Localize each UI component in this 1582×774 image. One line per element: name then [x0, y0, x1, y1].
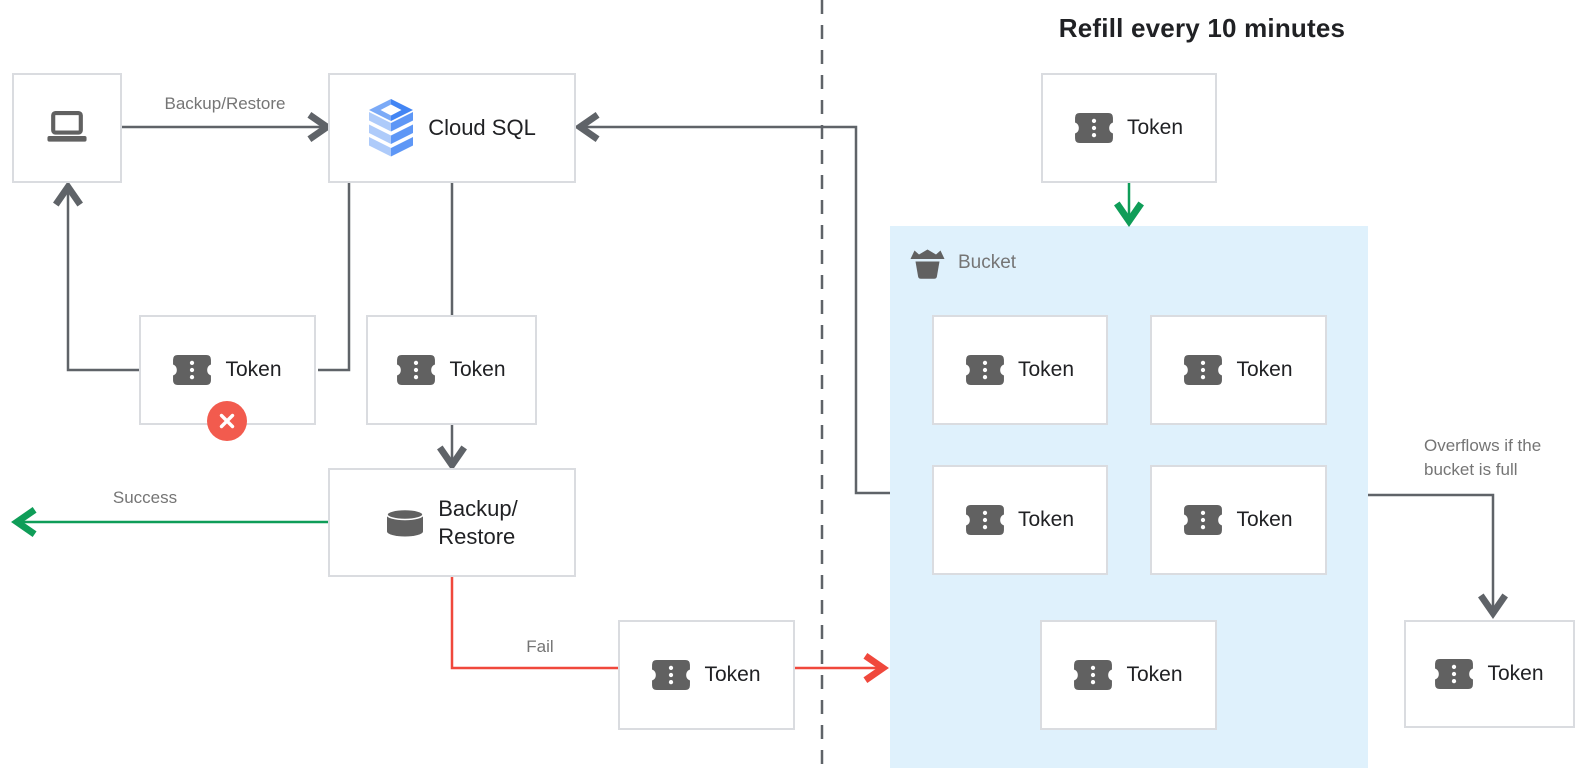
- token-box-bucket-4: Token: [1150, 465, 1327, 575]
- token-label: Token: [1487, 662, 1544, 685]
- token-icon: [966, 505, 1004, 535]
- token-label: Token: [449, 358, 506, 381]
- token-icon: [1074, 660, 1112, 690]
- edge-bucket-to-cloudsql: [574, 112, 890, 495]
- token-box-bucket-2: Token: [1150, 315, 1327, 425]
- token-label: Token: [1017, 508, 1075, 531]
- token-label: Token: [1236, 508, 1293, 531]
- bucket-header: Bucket: [909, 247, 1016, 279]
- token-label: Token: [1236, 358, 1293, 381]
- cloud-sql-node: Cloud SQL: [328, 73, 576, 183]
- edge-overflow: [1368, 493, 1508, 619]
- token-icon: [1075, 113, 1113, 143]
- cloud-sql-label: Cloud SQL: [428, 115, 536, 140]
- token-label: Token: [1126, 116, 1184, 139]
- backup-restore-node: Backup/ Restore: [328, 468, 576, 577]
- error-icon: [207, 401, 247, 441]
- token-box-refill: Token: [1041, 73, 1217, 183]
- token-icon: [1184, 505, 1222, 535]
- edge-label-success: Success: [112, 488, 178, 507]
- token-label: Token: [1126, 663, 1183, 686]
- token-box-consumed: Token: [366, 315, 537, 425]
- edge-label-backup-restore: Backup/Restore: [164, 94, 286, 113]
- client-node: [12, 73, 122, 183]
- laptop-icon: [47, 110, 87, 142]
- edge-cloudsql-to-rejected-token: [318, 183, 351, 372]
- token-label: Token: [704, 663, 761, 686]
- token-box-fail-return: Token: [618, 620, 795, 730]
- refill-title: Refill every 10 minutes: [1058, 13, 1346, 43]
- token-label: Token: [1017, 358, 1075, 381]
- token-label: Token: [225, 358, 282, 381]
- database-icon: [386, 508, 425, 536]
- bucket-label: Bucket: [958, 252, 1017, 273]
- token-icon: [173, 355, 211, 385]
- edge-label-overflow: Overflows if the bucket is full: [1424, 436, 1542, 479]
- backup-restore-label: Backup/ Restore: [438, 495, 518, 549]
- bucket-icon: [910, 249, 945, 279]
- edge-fail-to-token: [450, 577, 618, 670]
- token-icon: [1435, 659, 1473, 689]
- token-icon: [652, 660, 690, 690]
- token-box-bucket-3: Token: [932, 465, 1108, 575]
- token-icon: [397, 355, 435, 385]
- token-box-bucket-1: Token: [932, 315, 1108, 425]
- token-icon: [966, 355, 1004, 385]
- edge-rejected-token-to-client: [53, 181, 139, 372]
- cloud-sql-icon: [369, 99, 414, 157]
- token-box-overflow: Token: [1404, 620, 1575, 728]
- edge-label-fail: Fail: [526, 637, 554, 656]
- token-icon: [1184, 355, 1222, 385]
- token-box-bucket-5: Token: [1040, 620, 1217, 730]
